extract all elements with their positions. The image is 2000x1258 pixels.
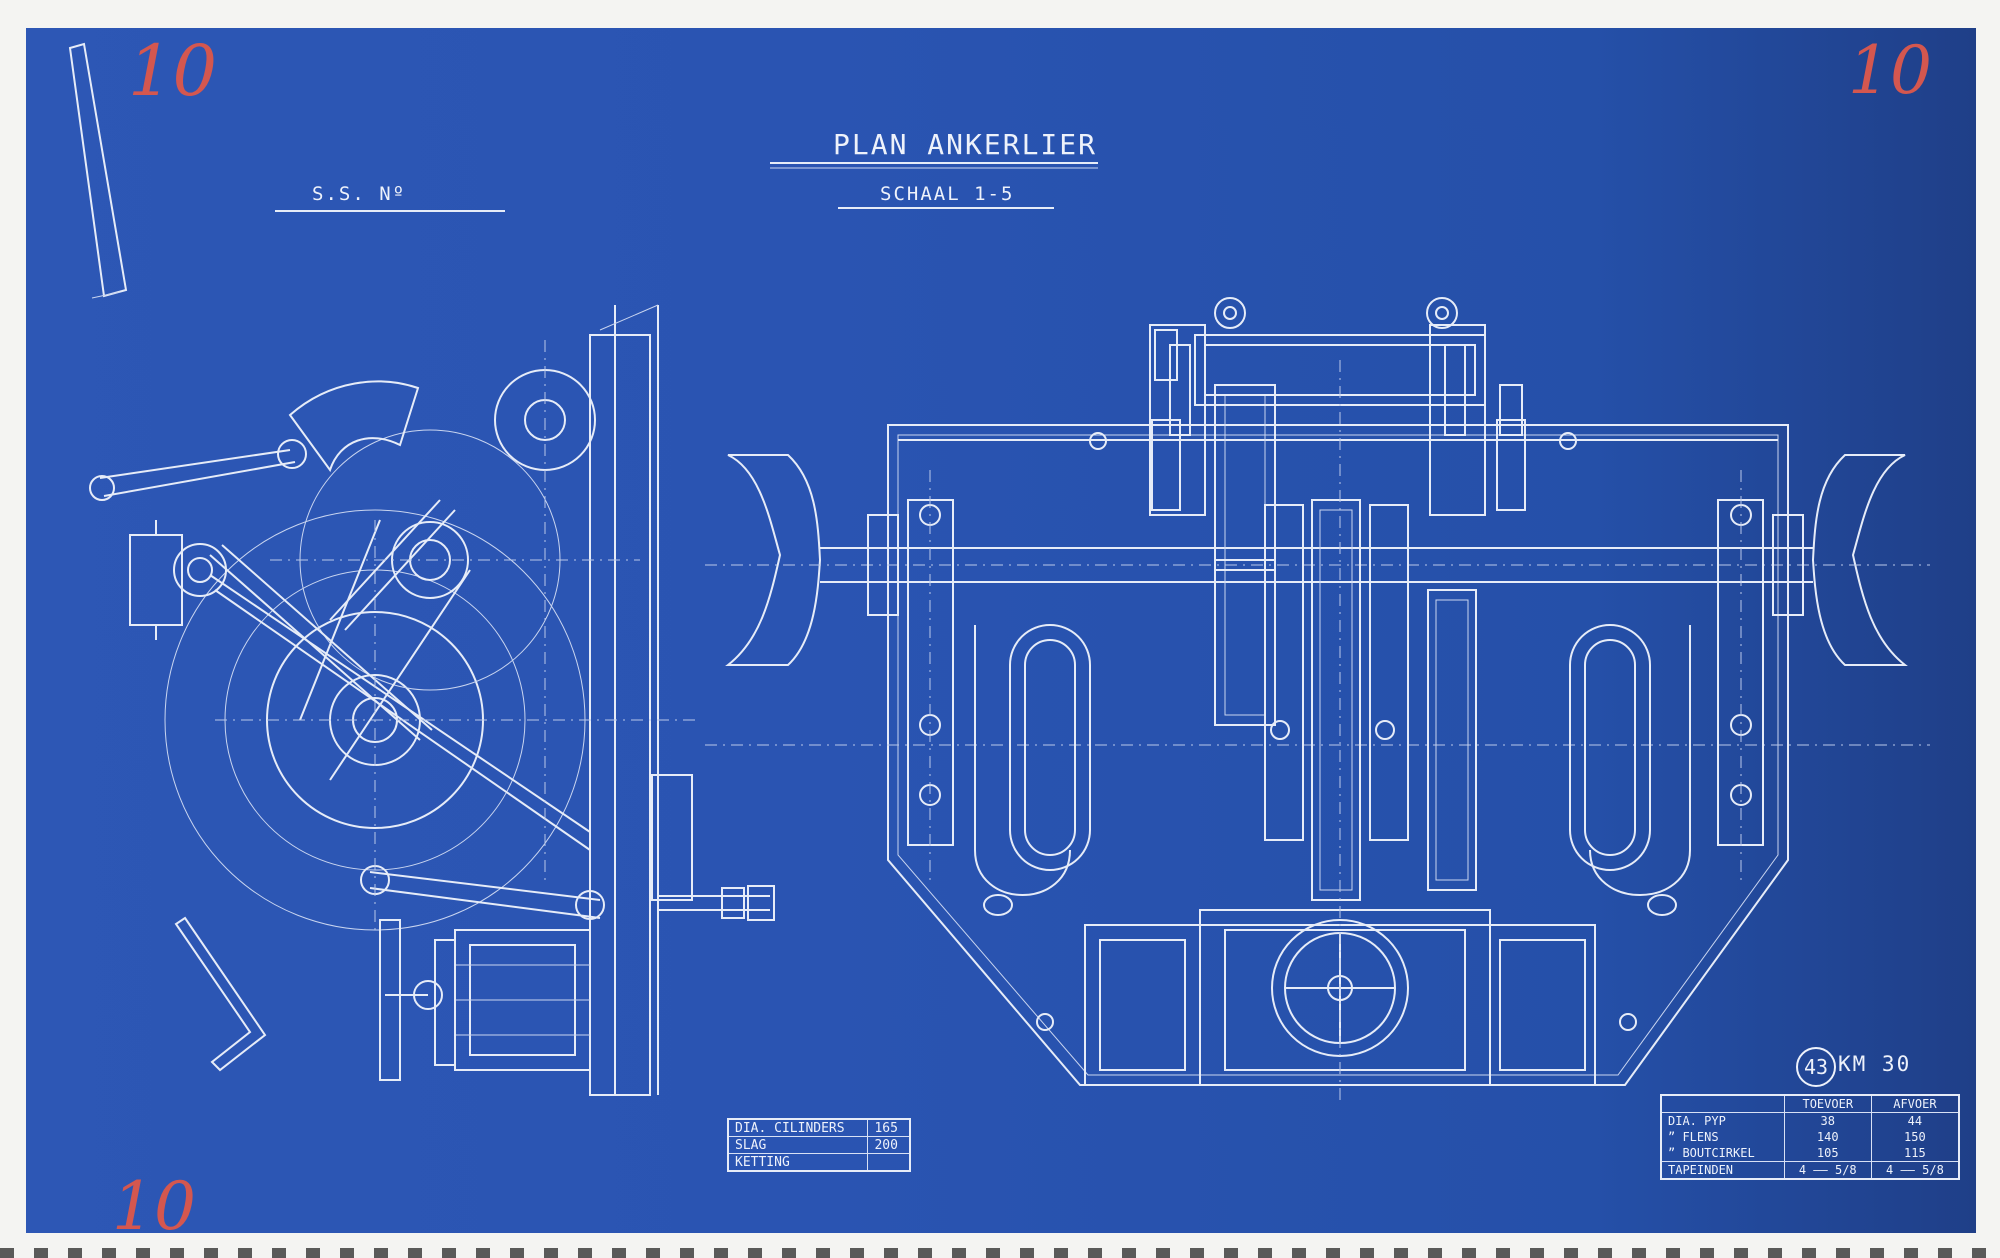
drawing-title: PLAN ANKERLIER [833,128,1098,161]
pencil-mark-top-left: 10 [128,30,218,112]
pipe-row-afvoer: 115 [1870,1145,1959,1162]
pipe-row-label: DIA. PYP [1668,1114,1726,1128]
chain-value [867,1153,910,1171]
cylinder-spec-table: DIA. CILINDERS 165 SLAG 200 KETTING [727,1118,911,1172]
stroke-value: 200 [867,1136,910,1154]
pipe-row-toevoer: 140 [1783,1129,1872,1145]
archive-number: 43 [1803,1055,1829,1079]
blueprint-sheet [26,28,1976,1233]
archive-code: KM 30 [1838,1052,1912,1076]
header-blank [1661,1095,1785,1113]
pipe-row-toevoer: 38 [1783,1112,1872,1129]
pipe-row-afvoer: 150 [1870,1129,1959,1145]
pipe-row-label: ” FLENS [1668,1130,1719,1144]
ship-number-label: S.S. Nº [312,183,407,205]
header-toevoer: TOEVOER [1783,1095,1872,1113]
title-rules [275,162,1098,212]
side-elevation-view [68,42,775,1096]
pipe-row-afvoer: 44 [1870,1112,1959,1129]
table-row: ” FLENS 140 150 [1661,1129,1959,1145]
pipe-row-toevoer: 4 —— 5/8 [1783,1161,1872,1179]
table-row: ” BOUTCIRKEL 105 115 [1661,1145,1959,1162]
pipe-row-label: ” BOUTCIRKEL [1668,1146,1755,1160]
pipe-spec-table: TOEVOER AFVOER DIA. PYP 38 44 ” FLENS 14… [1660,1094,1960,1180]
cylinder-value: 165 [867,1119,910,1137]
scale-label: SCHAAL 1-5 [880,183,1015,205]
table-row: TAPEINDEN 4 —— 5/8 4 —— 5/8 [1661,1161,1959,1179]
archive-number-circle: 43 [1796,1047,1836,1087]
cylinder-label: DIA. CILINDERS [728,1119,868,1137]
pencil-mark-top-right: 10 [1848,32,1932,109]
pipe-row-afvoer: 4 —— 5/8 [1870,1161,1959,1179]
pipe-row-toevoer: 105 [1783,1145,1872,1162]
scan-edge-ruler [0,1248,2000,1258]
stroke-label: SLAG [728,1136,868,1154]
table-row: DIA. CILINDERS 165 [728,1119,910,1137]
table-header-row: TOEVOER AFVOER [1661,1095,1959,1113]
pipe-row-label: TAPEINDEN [1661,1161,1785,1179]
table-row: KETTING [728,1153,910,1171]
table-row: SLAG 200 [728,1136,910,1154]
pencil-mark-bottom-left: 10 [112,1168,196,1245]
chain-label: KETTING [735,1154,790,1170]
header-afvoer: AFVOER [1870,1095,1959,1113]
front-elevation-view [705,297,1930,1100]
table-row: DIA. PYP 38 44 [1661,1112,1959,1129]
